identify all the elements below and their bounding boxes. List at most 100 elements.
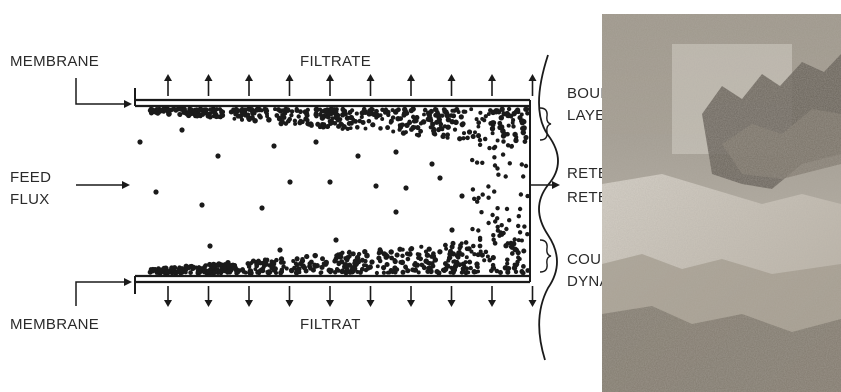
particle bbox=[279, 269, 284, 274]
particle bbox=[451, 251, 456, 256]
particle bbox=[457, 136, 462, 141]
particle bbox=[492, 189, 496, 193]
arrow-right-icon bbox=[552, 181, 560, 189]
particle bbox=[458, 243, 462, 247]
particle bbox=[380, 117, 384, 121]
micrograph-image bbox=[602, 14, 841, 392]
particle bbox=[151, 109, 155, 113]
particle bbox=[503, 243, 508, 248]
particle bbox=[484, 114, 488, 118]
particle bbox=[285, 107, 291, 113]
particle bbox=[257, 113, 262, 118]
particle bbox=[419, 245, 423, 249]
particle bbox=[328, 107, 333, 112]
particle bbox=[244, 271, 248, 275]
particle bbox=[478, 244, 483, 249]
particle bbox=[336, 118, 340, 122]
particle bbox=[296, 268, 301, 273]
particle bbox=[460, 122, 465, 127]
particle bbox=[211, 110, 215, 114]
particle bbox=[199, 266, 203, 270]
particle bbox=[491, 233, 495, 237]
particle bbox=[390, 270, 395, 275]
particle bbox=[373, 183, 378, 188]
particle bbox=[410, 107, 415, 112]
particle bbox=[263, 257, 267, 261]
arrow-right-icon bbox=[122, 181, 130, 189]
particle bbox=[271, 261, 276, 266]
particle bbox=[440, 127, 444, 131]
feed-label: FEED bbox=[10, 168, 51, 187]
particle bbox=[512, 247, 518, 253]
particle bbox=[504, 174, 508, 178]
particle bbox=[430, 264, 435, 269]
particle bbox=[385, 110, 390, 115]
particle bbox=[276, 107, 281, 112]
particle bbox=[470, 250, 474, 254]
arrow-up-icon bbox=[448, 74, 456, 96]
particle bbox=[446, 117, 451, 122]
particle bbox=[409, 127, 414, 132]
particle bbox=[472, 269, 478, 275]
particle bbox=[521, 174, 525, 178]
particle bbox=[304, 254, 308, 258]
particle bbox=[247, 270, 252, 275]
particle bbox=[349, 126, 353, 130]
particle bbox=[423, 108, 428, 113]
arrow-up-icon bbox=[407, 74, 415, 96]
particle bbox=[514, 109, 519, 114]
particle bbox=[511, 124, 515, 128]
particle bbox=[249, 261, 253, 265]
particle bbox=[511, 118, 515, 122]
outlet-curve bbox=[539, 55, 558, 360]
filtrate-arrows bbox=[164, 74, 537, 96]
particle bbox=[407, 251, 412, 256]
particle bbox=[501, 152, 505, 156]
particles bbox=[137, 106, 530, 275]
particle bbox=[437, 175, 442, 180]
particle bbox=[212, 262, 217, 267]
particle bbox=[511, 241, 517, 247]
particle bbox=[395, 253, 400, 258]
particle bbox=[264, 262, 268, 266]
particle bbox=[255, 270, 260, 275]
particle bbox=[497, 125, 502, 130]
particle bbox=[525, 111, 530, 116]
arrow-down-icon bbox=[245, 286, 253, 307]
particle bbox=[471, 134, 476, 139]
particle bbox=[297, 114, 301, 118]
couche-dynamique-brace bbox=[540, 240, 551, 272]
particle bbox=[499, 115, 504, 120]
particle bbox=[259, 205, 264, 210]
arrow-up-icon bbox=[529, 74, 537, 96]
flux-label: FLUX bbox=[10, 190, 50, 209]
particle bbox=[268, 270, 272, 274]
particle bbox=[513, 263, 517, 267]
membrane-top bbox=[135, 88, 530, 106]
particle bbox=[214, 115, 218, 119]
particle bbox=[319, 270, 323, 274]
particle bbox=[327, 268, 332, 273]
particle bbox=[401, 248, 405, 252]
particle bbox=[375, 271, 379, 275]
particle bbox=[380, 108, 384, 112]
particle bbox=[365, 253, 369, 257]
particle bbox=[350, 108, 354, 112]
particle bbox=[513, 237, 517, 241]
arrow-down-icon bbox=[286, 286, 294, 307]
particle bbox=[250, 111, 255, 116]
particle bbox=[404, 111, 409, 116]
particle bbox=[456, 250, 461, 255]
particle bbox=[207, 243, 212, 248]
particle bbox=[247, 117, 252, 122]
particle bbox=[523, 139, 528, 144]
particle bbox=[351, 267, 356, 272]
particle bbox=[429, 109, 434, 114]
particle bbox=[199, 202, 204, 207]
particle bbox=[260, 268, 265, 273]
particle bbox=[327, 179, 332, 184]
particle bbox=[287, 179, 292, 184]
particle bbox=[486, 221, 490, 225]
arrow-up-icon bbox=[367, 74, 375, 96]
particle bbox=[156, 111, 160, 115]
